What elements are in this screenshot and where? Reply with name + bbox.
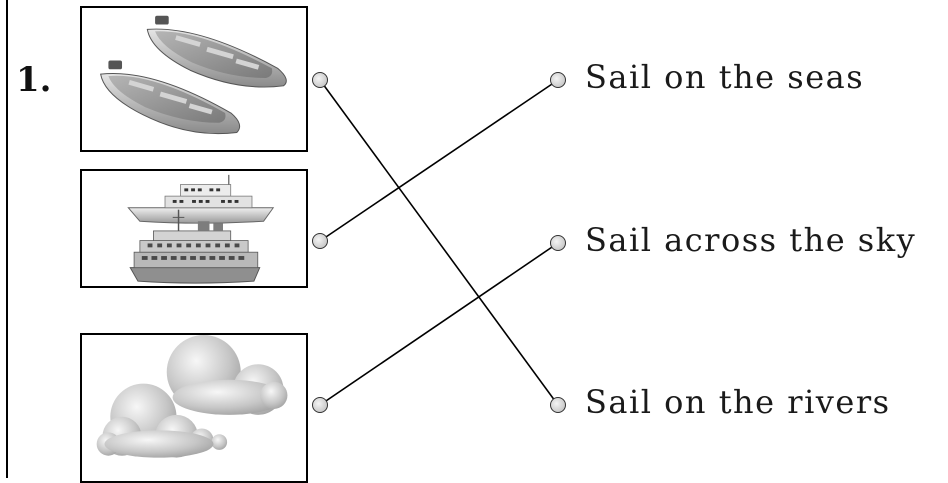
rowboats-picture <box>100 15 287 135</box>
phrase-sky: Sail across the sky <box>585 221 917 259</box>
match-line-rowboats <box>319 79 559 406</box>
dot-ships[interactable] <box>312 233 328 249</box>
picture-ships <box>80 169 308 288</box>
dot-rowboats[interactable] <box>312 72 328 88</box>
phrase-rivers: Sail on the rivers <box>585 383 891 421</box>
phrase-seas: Sail on the seas <box>585 58 865 96</box>
match-line-clouds <box>319 242 559 406</box>
clouds-picture <box>96 335 288 458</box>
dot-phrase-rivers[interactable] <box>550 397 566 413</box>
match-line-ships <box>319 79 559 242</box>
picture-rowboats <box>80 6 308 152</box>
question-number: 1. <box>16 60 52 100</box>
ships-picture <box>127 174 275 284</box>
picture-clouds <box>80 333 308 483</box>
dot-phrase-sky[interactable] <box>550 235 566 251</box>
dot-phrase-seas[interactable] <box>550 72 566 88</box>
left-margin-rule <box>6 0 8 478</box>
dot-clouds[interactable] <box>312 397 328 413</box>
